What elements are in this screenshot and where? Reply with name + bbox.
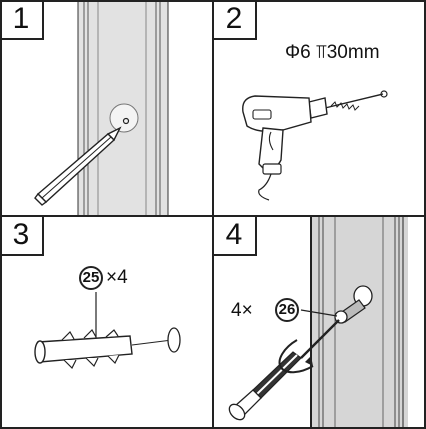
step-2-illustration	[242, 90, 388, 201]
step-1-number: 1	[0, 0, 44, 40]
step-2-panel: 2 Φ6 ⫪30mm	[213, 0, 426, 216]
anchor-part-number: 25	[82, 269, 100, 286]
step-3-illustration	[34, 292, 181, 370]
anchor-part-badge: 25	[79, 266, 103, 290]
drill-spec-label: Φ6 ⫪30mm	[285, 42, 380, 63]
step-4-panel: 4 4× 26	[213, 216, 426, 429]
step-4-number: 4	[213, 216, 257, 256]
drill-mark-point	[122, 117, 130, 125]
step-1-panel: 1	[0, 0, 213, 216]
drill-mark-circle	[109, 103, 139, 133]
screw-quantity: 4×	[231, 300, 253, 321]
step-3-panel: 3 25 ×4	[0, 216, 213, 429]
wall-anchor-icon	[34, 327, 181, 370]
rotate-arrow-icon	[278, 339, 314, 374]
screw-part-number: 26	[278, 301, 296, 318]
step-2-number: 2	[213, 0, 257, 40]
screw-part-badge: 26	[275, 298, 299, 322]
step-1-illustration	[34, 0, 169, 216]
electric-drill-icon	[242, 90, 388, 201]
wall-rail	[311, 216, 408, 429]
callout-line	[300, 309, 338, 317]
anchor-quantity: ×4	[106, 267, 128, 288]
pencil-icon	[34, 126, 122, 206]
screwdriver-icon	[228, 319, 340, 421]
step-3-number: 3	[0, 216, 44, 256]
step-4-illustration	[228, 216, 408, 429]
